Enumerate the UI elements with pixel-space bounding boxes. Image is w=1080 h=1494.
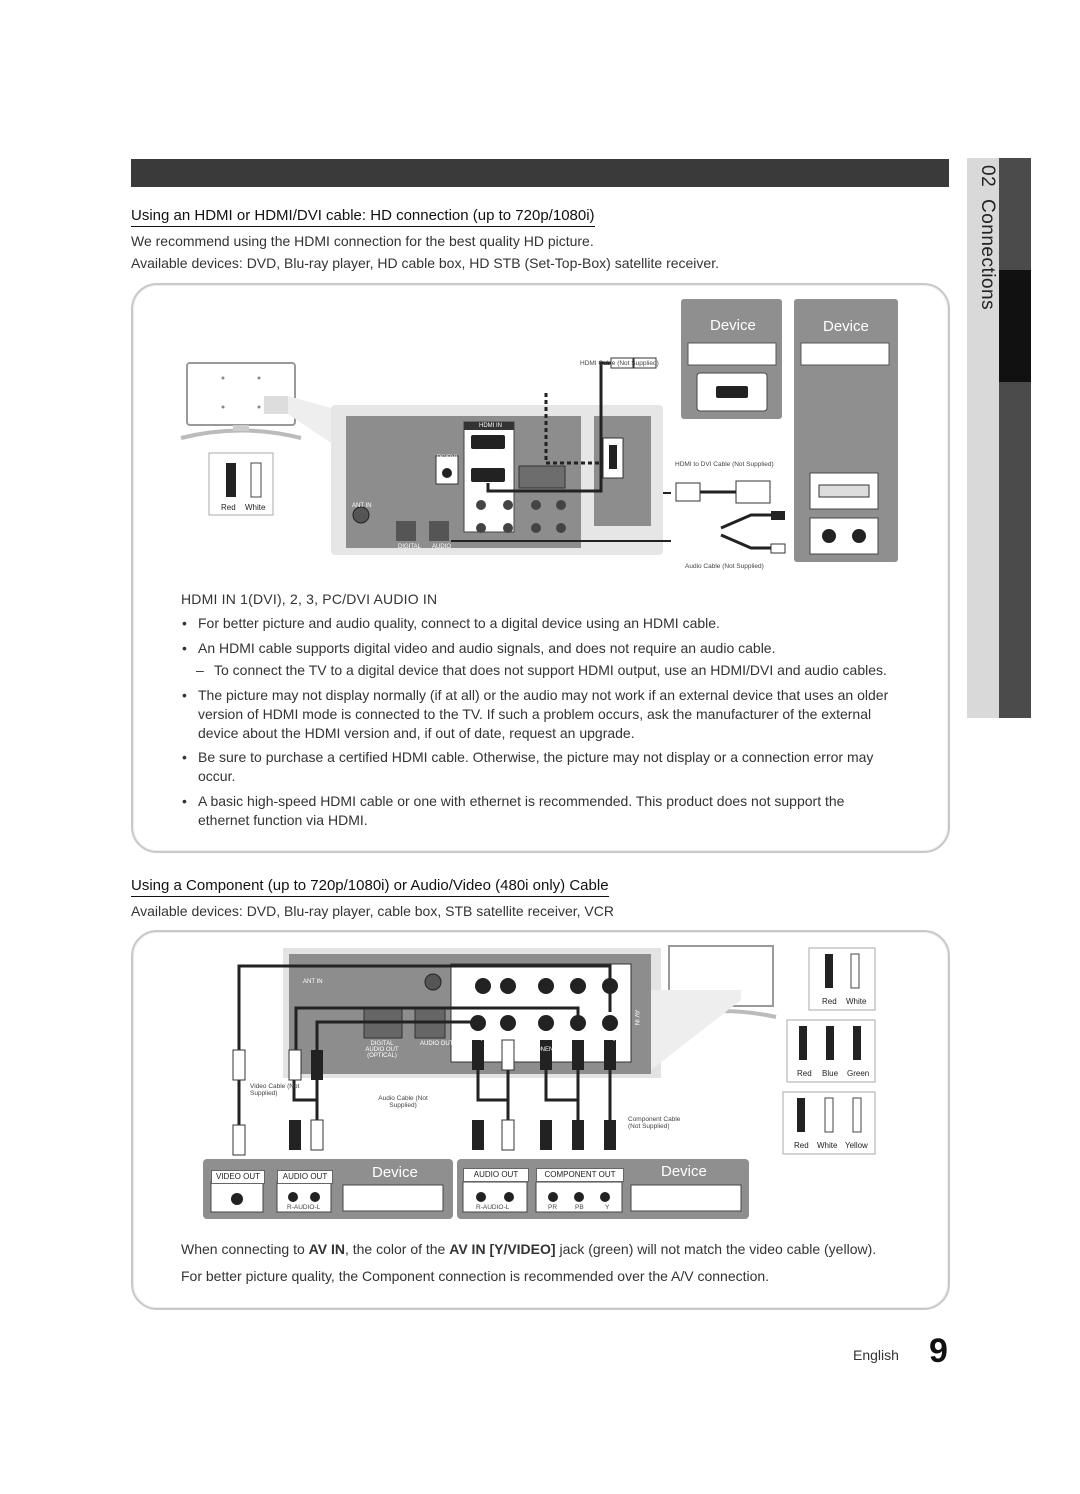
device-audio-out-label: AUDIO OUT — [463, 1168, 529, 1182]
hdmi-dvi-cable-label: HDMI to DVI Cable (Not Supplied) — [675, 461, 774, 468]
hdmi-connection-diagram — [180, 299, 898, 562]
side-tab-marker — [999, 270, 1031, 382]
tv-back-outline — [186, 362, 296, 426]
white-label: White — [245, 503, 266, 512]
video-out-label: VIDEO OUT — [211, 1170, 265, 1184]
note-subitem: –To connect the TV to a digital device t… — [196, 662, 887, 678]
page-number: 9 — [929, 1332, 948, 1370]
component-out-label: COMPONENT OUT — [536, 1168, 624, 1182]
legend-red: Red — [797, 1069, 812, 1078]
note-item: •For better picture and audio quality, c… — [182, 615, 720, 631]
pb-label: PB — [575, 1204, 584, 1211]
audio-label: AUDIO — [432, 544, 452, 550]
section-header-bar — [131, 159, 949, 187]
legend-green: Green — [847, 1069, 870, 1078]
legend-red: Red — [794, 1141, 809, 1150]
chapter-number: 02 — [977, 165, 998, 188]
ant-in-label-2: ANT IN — [303, 979, 323, 985]
legend-blue: Blue — [822, 1069, 839, 1078]
av-in-label: AV IN — [633, 1010, 639, 1026]
digital-audio-out-label: DIGITAL AUDIO OUT (OPTICAL) — [365, 1041, 399, 1059]
note-item: • The picture may not display normally (… — [182, 687, 889, 741]
section1-line1: We recommend using the HDMI connection f… — [131, 233, 594, 249]
component-connection-diagram — [203, 945, 876, 1219]
red-label: Red — [221, 503, 236, 512]
audio-cable-label: Audio Cable (Not Supplied) — [685, 563, 764, 570]
device-label: Device — [710, 317, 756, 334]
footer-language: English — [853, 1347, 899, 1363]
note-item: •An HDMI cable supports digital video an… — [182, 640, 776, 656]
hdmi-notes-subhead: HDMI IN 1(DVI), 2, 3, PC/DVI AUDIO IN — [181, 591, 438, 607]
legend-yellow: Yellow — [845, 1141, 868, 1150]
side-tab-label: 02 Connections — [968, 165, 998, 365]
pc-dvi-label: PC/DVI AUDIO IN — [437, 455, 458, 473]
section2-line1: Available devices: DVD, Blu-ray player, … — [131, 903, 614, 919]
hdmi-cable-label: HDMI Cable (Not Supplied) — [580, 360, 659, 367]
component-note-2: For better picture quality, the Componen… — [181, 1268, 770, 1284]
audio-in-label: AUDIO — [481, 1037, 501, 1043]
legend-white: White — [817, 1141, 838, 1150]
section1-line2: Available devices: DVD, Blu-ray player, … — [131, 255, 719, 271]
hdmi-in-label: HDMI IN — [479, 423, 502, 429]
r-audio-l-label: R-AUDIO-L — [476, 1204, 510, 1211]
note-item: • A basic high-speed HDMI cable or one w… — [182, 793, 845, 828]
component-in-label: COMPONENT IN — [518, 1047, 565, 1053]
pr-label: PR — [548, 1204, 558, 1211]
ant-in-label: ANT IN — [352, 503, 372, 509]
component-cable-label: Component Cable (Not Supplied) — [628, 1116, 681, 1130]
component-note-1: When connecting to AV IN, the color of t… — [181, 1241, 877, 1257]
video-cable-label: Video Cable (Not Supplied) — [250, 1083, 300, 1097]
y-label: Y — [605, 1204, 610, 1211]
device-audio-out-label: AUDIO OUT — [277, 1170, 333, 1184]
note-item: • Be sure to purchase a certified HDMI c… — [182, 749, 874, 784]
tv-audio-out-label: AUDIO OUT — [420, 1041, 454, 1047]
chapter-title: Connections — [977, 198, 998, 310]
device-label: Device — [823, 318, 869, 335]
section2-heading: Using a Component (up to 720p/1080i) or … — [131, 877, 609, 897]
legend-white: White — [846, 997, 867, 1006]
r-audio-l-label: R-AUDIO-L — [287, 1204, 321, 1211]
device-label: Device — [372, 1164, 418, 1181]
legend-red: Red — [822, 997, 837, 1006]
audio-cable-label-2: Audio Cable (Not Supplied) — [378, 1095, 428, 1109]
digital-label: DIGITAL — [398, 544, 421, 550]
side-tab-strip — [999, 158, 1031, 718]
video-label: VIDEO — [612, 1037, 631, 1043]
device-label: Device — [661, 1163, 707, 1180]
section1-heading: Using an HDMI or HDMI/DVI cable: HD conn… — [131, 207, 595, 227]
